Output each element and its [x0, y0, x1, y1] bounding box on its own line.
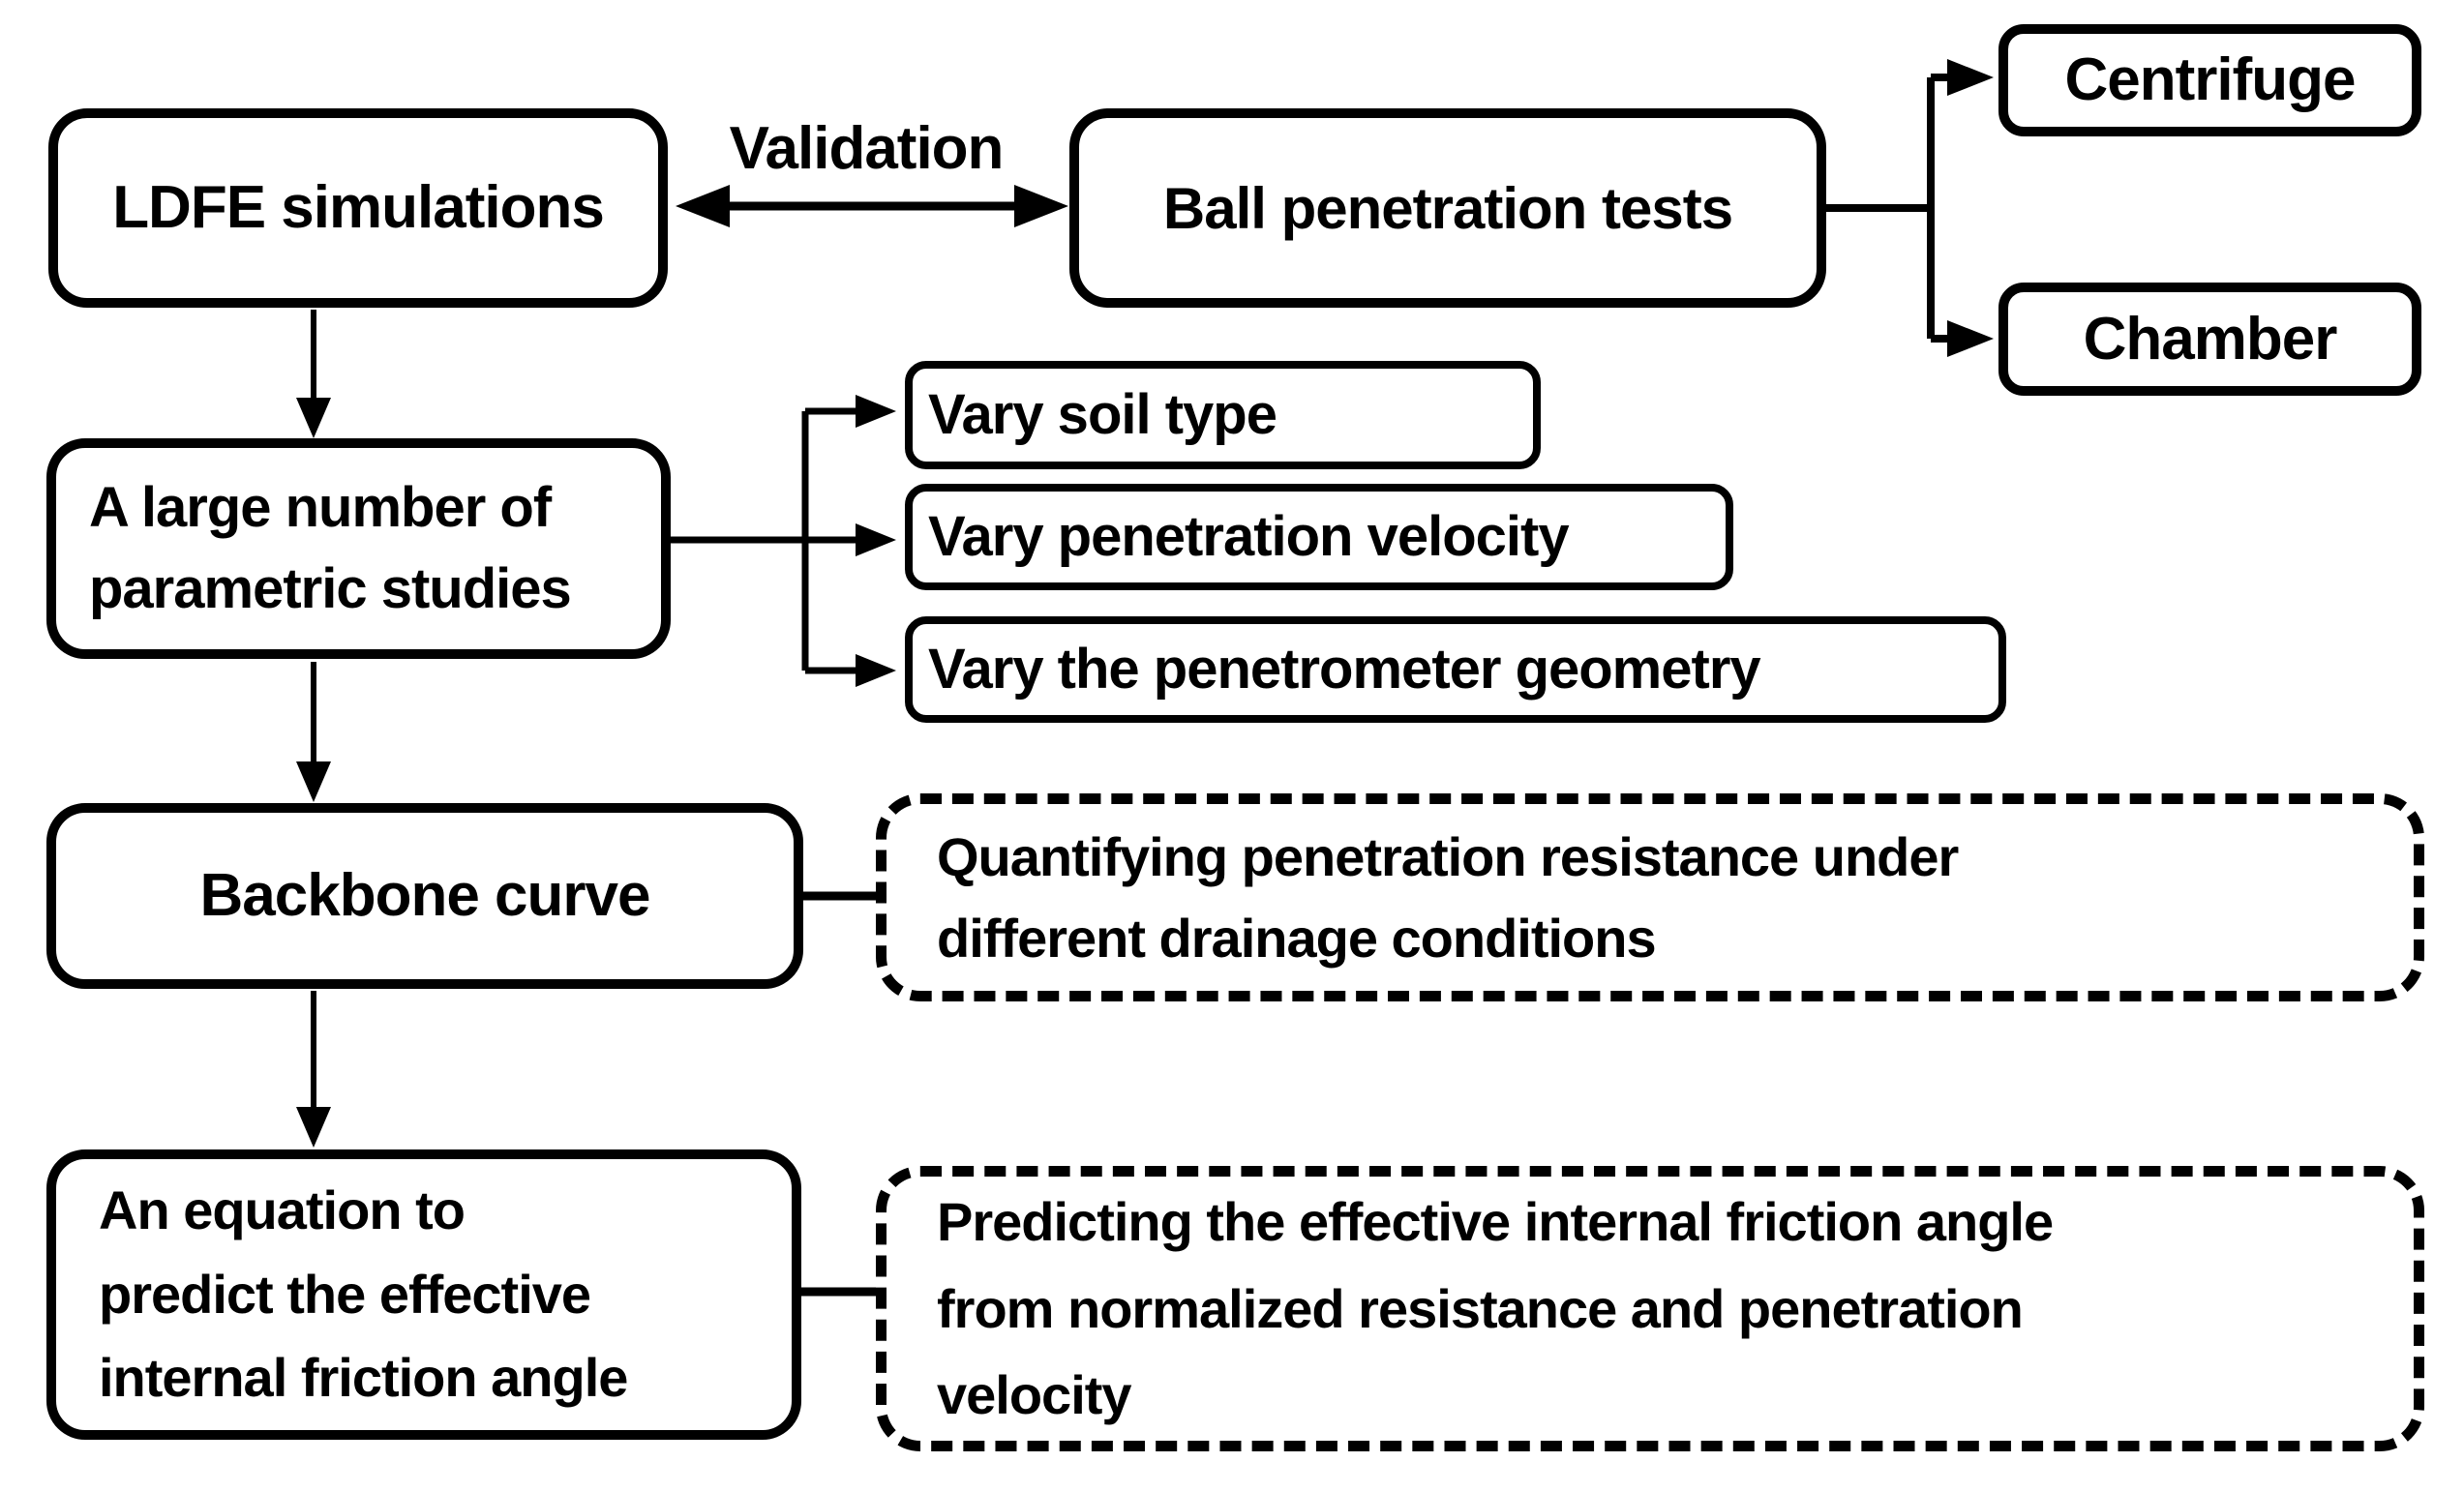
box-ball-penetration-tests-label: Ball penetration tests: [1162, 175, 1733, 241]
box-predicting-friction-angle-line2: from normalized resistance and penetrati…: [937, 1277, 2024, 1339]
box-backbone-curve: Backbone curve: [46, 803, 803, 989]
box-ball-penetration-tests: Ball penetration tests: [1069, 108, 1826, 308]
box-predicting-friction-angle: Predicting the effective internal fricti…: [876, 1166, 2424, 1451]
box-quantifying-resistance-line2: different drainage conditions: [937, 907, 1657, 969]
box-friction-angle-equation-line2: predict the effective: [99, 1263, 591, 1325]
box-centrifuge: Centrifuge: [1998, 24, 2421, 136]
box-vary-penetrometer-geometry-label: Vary the penetrometer geometry: [928, 637, 1761, 701]
box-parametric-studies-line1: A large number of: [89, 475, 552, 539]
box-parametric-studies: A large number of parametric studies: [46, 438, 671, 659]
box-ldfe-simulations: LDFE simulations: [48, 108, 668, 308]
box-friction-angle-equation: An equation to predict the effective int…: [46, 1149, 801, 1440]
arrow-backbone-to-equation: [296, 991, 331, 1148]
validation-double-arrow: [676, 185, 1068, 227]
box-backbone-curve-label: Backbone curve: [199, 862, 651, 930]
arrow-parametric-to-backbone: [296, 662, 331, 802]
box-parametric-studies-line2: parametric studies: [89, 557, 572, 620]
validation-edge-label: Validation: [729, 115, 1005, 182]
box-predicting-friction-angle-line3: velocity: [937, 1364, 1132, 1426]
box-vary-soil-type-label: Vary soil type: [928, 382, 1277, 446]
box-friction-angle-equation-line3: internal friction angle: [99, 1347, 628, 1409]
box-vary-penetration-velocity-label: Vary penetration velocity: [928, 504, 1570, 568]
ball-tests-branch-connector: [1824, 59, 1994, 357]
arrow-ldfe-to-parametric: [296, 310, 331, 438]
box-friction-angle-equation-line1: An equation to: [99, 1179, 466, 1240]
box-vary-penetration-velocity: Vary penetration velocity: [905, 484, 1733, 590]
box-quantifying-resistance: Quantifying penetration resistance under…: [876, 793, 2424, 1001]
box-ldfe-simulations-label: LDFE simulations: [112, 174, 605, 242]
box-chamber-label: Chamber: [2083, 305, 2338, 373]
box-predicting-friction-angle-line1: Predicting the effective internal fricti…: [937, 1191, 2054, 1253]
box-chamber: Chamber: [1998, 283, 2421, 396]
box-centrifuge-label: Centrifuge: [2064, 46, 2357, 114]
parametric-branch-connector: [671, 395, 896, 687]
box-vary-penetrometer-geometry: Vary the penetrometer geometry: [905, 616, 2006, 723]
box-quantifying-resistance-line1: Quantifying penetration resistance under: [937, 825, 1959, 887]
box-vary-soil-type: Vary soil type: [905, 361, 1541, 469]
